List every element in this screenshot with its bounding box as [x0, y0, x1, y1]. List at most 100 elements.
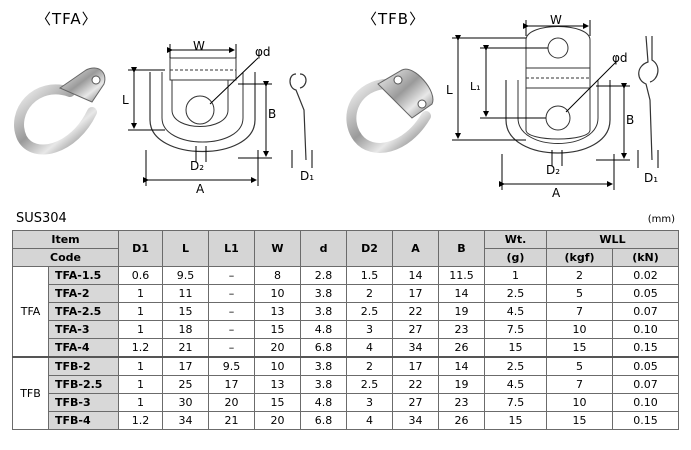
cell-kgf: 10 — [546, 320, 613, 339]
cell-a: 17 — [392, 356, 439, 376]
cell-wt: 15 — [484, 338, 547, 358]
cell-d2: 3 — [346, 320, 393, 339]
cell-l1: 17 — [208, 375, 255, 394]
cell-b: 19 — [438, 375, 485, 394]
cell-kn: 0.07 — [612, 375, 679, 394]
cell-b: 14 — [438, 356, 485, 376]
cell-kgf: 5 — [546, 356, 613, 376]
cell-a: 14 — [392, 266, 439, 285]
header-l: L — [162, 230, 209, 267]
cell-wt: 15 — [484, 411, 547, 430]
cell-a: 27 — [392, 320, 439, 339]
cell-d2: 2.5 — [346, 302, 393, 321]
item-code: TFB-4 — [48, 411, 119, 430]
tfa-label-d1: D₁ — [300, 169, 314, 183]
cell-d1: 1 — [118, 375, 163, 394]
tfb-label-l: L — [446, 83, 453, 97]
cell-kgf: 15 — [546, 411, 613, 430]
cell-d2: 1.5 — [346, 266, 393, 285]
cell-kgf: 5 — [546, 284, 613, 303]
item-code: TFA-1.5 — [48, 266, 119, 285]
tfa-drawing: W φd L B D₂ A D₁ — [14, 39, 314, 196]
tfa-side-view — [289, 73, 313, 168]
cell-w: 13 — [254, 375, 301, 394]
cell-l: 11 — [162, 284, 209, 303]
cell-kn: 0.07 — [612, 302, 679, 321]
cell-d1: 1 — [118, 302, 163, 321]
cell-w: 10 — [254, 284, 301, 303]
cell-kgf: 7 — [546, 375, 613, 394]
cell-b: 23 — [438, 393, 485, 412]
cell-b: 26 — [438, 338, 485, 358]
cell-l: 30 — [162, 393, 209, 412]
cell-l1: 20 — [208, 393, 255, 412]
tfa-label-phid: φd — [255, 45, 271, 59]
header-code: Code — [12, 248, 119, 267]
cell-kn: 0.10 — [612, 393, 679, 412]
tfb-label-l1: L₁ — [470, 80, 481, 93]
cell-a: 17 — [392, 284, 439, 303]
cell-b: 11.5 — [438, 266, 485, 285]
material-label: SUS304 — [16, 211, 67, 226]
unit-label: (mm) — [647, 214, 675, 225]
cell-kgf: 2 — [546, 266, 613, 285]
cell-kn: 0.05 — [612, 356, 679, 376]
item-code: TFA-2.5 — [48, 302, 119, 321]
cell-kn: 0.02 — [612, 266, 679, 285]
cell-b: 19 — [438, 302, 485, 321]
tfb-front-view — [452, 20, 630, 190]
item-code: TFB-2.5 — [48, 375, 119, 394]
cell-d1: 1 — [118, 320, 163, 339]
spec-table: Item D1 L L1 W d D2 A B Wt. WLL Code (g)… — [12, 230, 679, 430]
cell-a: 22 — [392, 375, 439, 394]
item-code: TFA-4 — [48, 338, 119, 358]
cell-d2: 3 — [346, 393, 393, 412]
header-a: A — [392, 230, 439, 267]
cell-l: 9.5 — [162, 266, 209, 285]
cell-d: 4.8 — [300, 393, 347, 412]
tfa-photo — [14, 67, 106, 155]
cell-d1: 1 — [118, 284, 163, 303]
tfa-label-b: B — [268, 107, 276, 121]
tfb-title: 〈TFB〉 — [362, 10, 426, 28]
cell-d: 6.8 — [300, 411, 347, 430]
cell-wt: 2.5 — [484, 284, 547, 303]
header-wt-unit: (g) — [484, 248, 547, 267]
cell-b: 26 — [438, 411, 485, 430]
tfa-label-a: A — [196, 182, 205, 196]
cell-l: 17 — [162, 356, 209, 376]
cell-kn: 0.10 — [612, 320, 679, 339]
header-item: Item — [12, 230, 119, 249]
cell-l: 21 — [162, 338, 209, 358]
tfa-label-w: W — [193, 39, 205, 53]
cell-d2: 4 — [346, 338, 393, 358]
cell-d: 4.8 — [300, 320, 347, 339]
cell-kgf: 10 — [546, 393, 613, 412]
cell-l: 15 — [162, 302, 209, 321]
cell-d1: 1 — [118, 393, 163, 412]
cell-wt: 4.5 — [484, 375, 547, 394]
cell-kn: 0.15 — [612, 411, 679, 430]
cell-kgf: 15 — [546, 338, 613, 358]
tfb-photo — [346, 68, 434, 153]
cell-d: 3.8 — [300, 356, 347, 376]
cell-w: 13 — [254, 302, 301, 321]
cell-l1: – — [208, 284, 255, 303]
cell-d1: 1.2 — [118, 411, 163, 430]
cell-d1: 1 — [118, 356, 163, 376]
header-b: B — [438, 230, 485, 267]
tfb-label-phid: φd — [612, 51, 628, 65]
cell-l1: – — [208, 302, 255, 321]
tfb-label-a: A — [552, 186, 561, 200]
header-kn: (kN) — [612, 248, 679, 267]
cell-d: 6.8 — [300, 338, 347, 358]
tfb-drawing: W φd L L₁ B D₂ A D₁ — [346, 13, 659, 200]
cell-l1: – — [208, 338, 255, 358]
cell-w: 10 — [254, 356, 301, 376]
tfb-label-w: W — [550, 13, 562, 27]
